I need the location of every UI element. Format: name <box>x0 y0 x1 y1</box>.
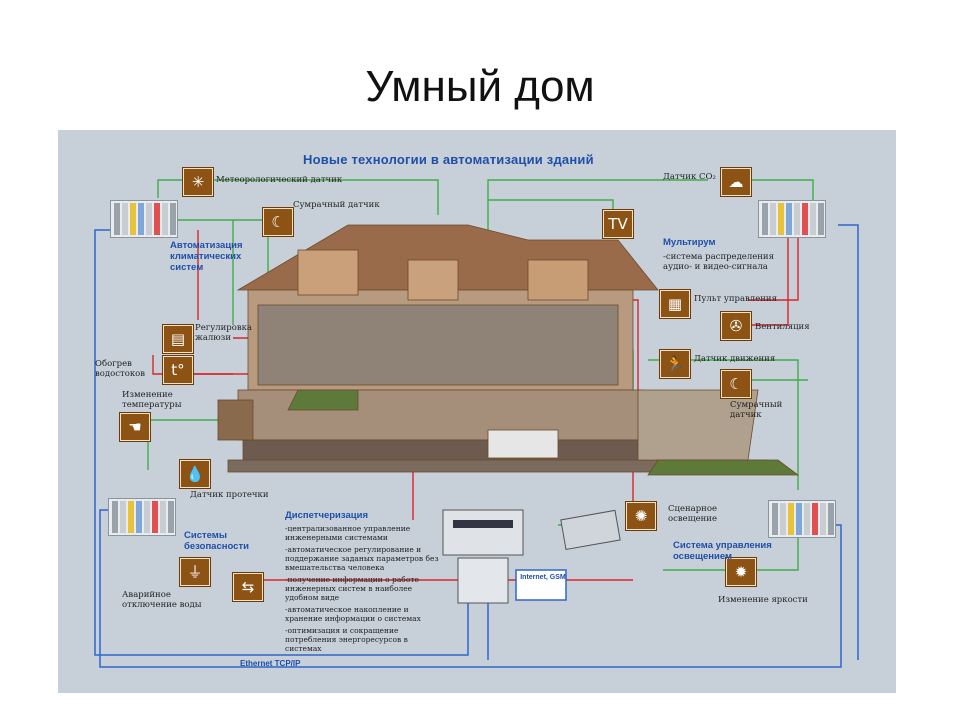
label-ethernet: Ethernet TCP/IP <box>240 659 301 668</box>
label-internet-gsm: Internet, GSM <box>520 574 566 581</box>
dispatch-item: -централизованное управление инженерными… <box>285 524 411 542</box>
hand-icon: ☚ <box>120 413 150 441</box>
dispatch-item: -получение информации о работе инженерны… <box>285 575 419 602</box>
lamp-icon: ✺ <box>626 502 656 530</box>
dispatch-item: -оптимизация и сокращение потребления эн… <box>285 626 408 653</box>
label-meteo: Метеорологический датчик <box>216 175 343 185</box>
dispatch-list: Диспетчеризация -централизованное управл… <box>285 510 445 656</box>
thermo-icon: t° <box>163 356 193 384</box>
controller-climate <box>110 200 178 238</box>
label-multiroom-title: Мультирум <box>663 237 716 248</box>
valve-icon: ⇆ <box>233 573 263 601</box>
cutoff-icon: ⏚ <box>180 558 210 586</box>
diagram-panel: Новые технологии в автоматизации зданий <box>58 130 896 693</box>
diagram-title: Новые технологии в автоматизации зданий <box>303 152 594 167</box>
blinds-icon: ▤ <box>163 325 193 353</box>
label-twilight-top: Сумрачный датчик <box>293 200 380 210</box>
label-ventilation: Вентиляция <box>755 322 810 332</box>
dispatch-item: -автоматическое регулирование и поддержа… <box>285 545 439 572</box>
label-climate-title: Автоматизация климатических систем <box>170 240 243 273</box>
controller-lighting <box>768 500 836 538</box>
remote-icon: ▦ <box>660 290 690 318</box>
label-lighting-title: Система управления освещением <box>673 540 772 562</box>
label-gutter: Обогрев водостоков <box>95 359 146 379</box>
controller-multiroom <box>758 200 826 238</box>
label-brightness: Изменение яркости <box>718 595 808 605</box>
motion-icon: 🏃 <box>660 350 690 378</box>
label-water-cutoff: Аварийное отключение воды <box>122 590 202 610</box>
label-remote: Пульт управления <box>694 294 777 304</box>
dispatch-item: -автоматическое накопление и хранение ин… <box>285 605 421 623</box>
label-blinds: Регулировка жалюзи <box>195 323 252 343</box>
label-motion: Датчик движения <box>694 354 776 364</box>
moon-icon: ☾ <box>263 208 293 236</box>
dispatch-title: Диспетчеризация <box>285 510 368 521</box>
drop-icon: 💧 <box>180 460 210 488</box>
dimmer-icon: ✹ <box>726 558 756 586</box>
slide-title: Умный дом <box>365 62 595 111</box>
label-twilight-right: Сумрачный датчик <box>730 400 783 420</box>
label-scenario-light: Сценарное освещение <box>668 504 717 524</box>
label-security-title: Системы безопасности <box>184 530 249 552</box>
moon-icon: ☾ <box>721 370 751 398</box>
controller-security <box>108 498 176 536</box>
label-multiroom-desc: -система распределения аудио- и видео-си… <box>663 252 774 272</box>
label-temp: Изменение температуры <box>122 390 182 410</box>
label-co2: Датчик CO₂ <box>663 172 716 182</box>
fan-icon: ✇ <box>721 312 751 340</box>
tv-icon: TV <box>603 210 633 238</box>
co2-icon: ☁ <box>721 168 751 196</box>
label-leak: Датчик протечки <box>190 490 269 500</box>
wiring-and-house <box>94 179 859 668</box>
snowflake-icon: ✳ <box>183 168 213 196</box>
